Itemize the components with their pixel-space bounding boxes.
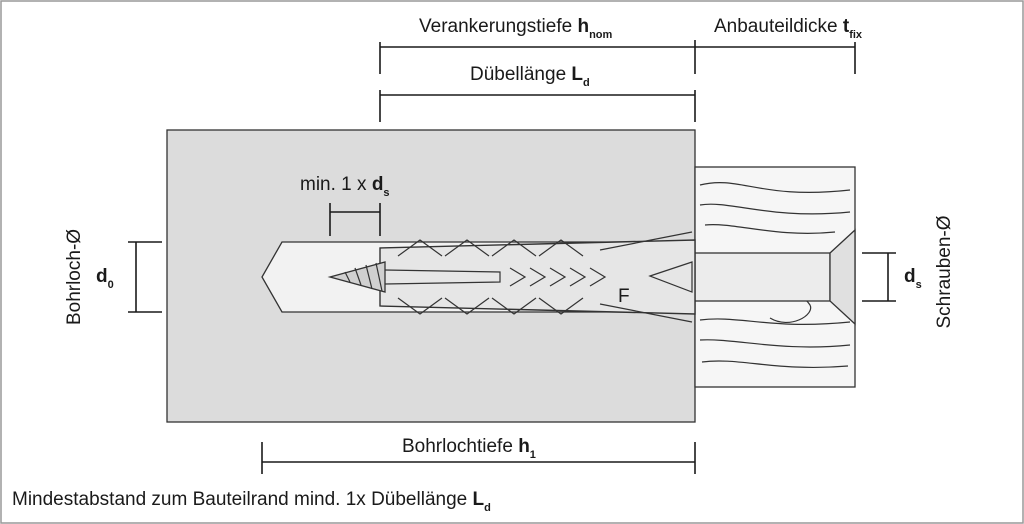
- label-ld: Dübellänge Ld: [470, 64, 590, 89]
- dimension-min-ds: [329, 203, 381, 236]
- dimension-hnom: [379, 40, 696, 74]
- dowel-mark: F: [618, 286, 630, 307]
- label-bohrloch: Bohrloch-Ø: [64, 229, 85, 325]
- label-h1: Bohrlochtiefe h1: [402, 436, 536, 461]
- footer-note: Mindestabstand zum Bauteilrand mind. 1x …: [12, 489, 491, 514]
- label-schrauben: Schrauben-Ø: [934, 215, 955, 328]
- label-tfix: Anbauteildicke tfix: [714, 16, 863, 41]
- screw-tip: [327, 261, 501, 293]
- dimension-ld: [379, 90, 696, 122]
- label-d0: d0: [96, 266, 114, 291]
- label-ds: ds: [904, 266, 922, 291]
- screw-shank: [694, 228, 856, 326]
- dimension-ds: [862, 252, 896, 302]
- dimension-h1: [261, 442, 696, 474]
- dimension-d0: [128, 241, 162, 313]
- dimension-tfix: [695, 42, 856, 74]
- label-min-ds: min. 1 x ds: [300, 174, 390, 199]
- label-hnom: Verankerungstiefe hnom: [419, 16, 613, 41]
- dowel: [379, 231, 696, 323]
